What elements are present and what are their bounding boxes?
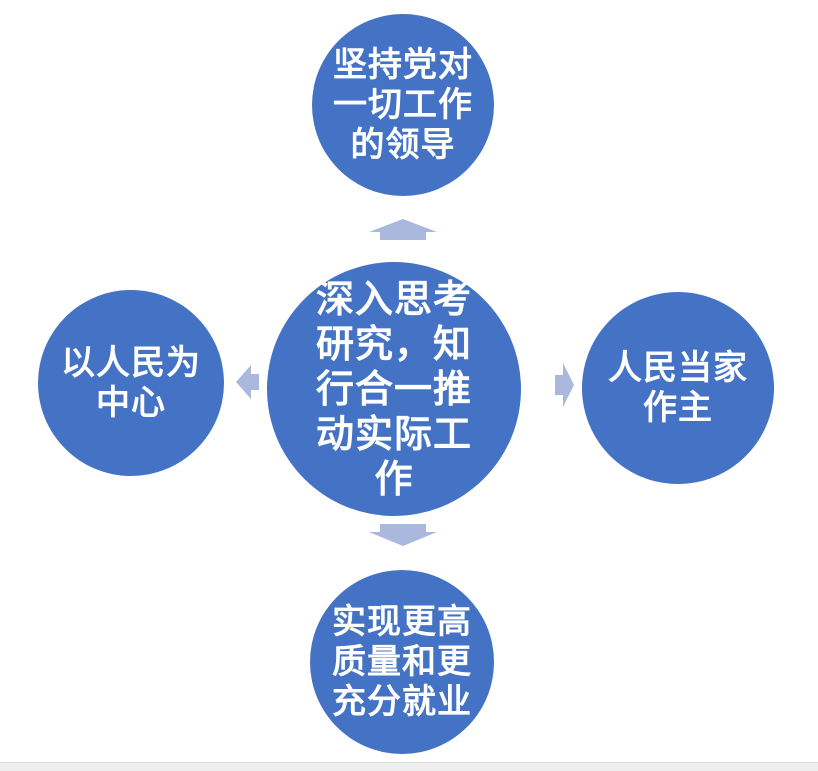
arrow-down <box>369 524 437 546</box>
node-left: 以人民为中心 <box>38 290 224 476</box>
node-center: 深入思考研究，知行合一推动实际工作 <box>267 262 521 516</box>
node-left-label: 以人民为中心 <box>61 343 201 423</box>
node-center-label: 深入思考研究，知行合一推动实际工作 <box>315 276 472 501</box>
arrow-up <box>369 219 437 240</box>
arrow-right <box>555 363 574 407</box>
node-right-label: 人民当家作主 <box>608 348 748 428</box>
page-bottom-border <box>0 762 818 771</box>
node-right: 人民当家作主 <box>582 292 774 484</box>
arrow-left <box>236 365 259 399</box>
node-top: 坚持党对一切工作的领导 <box>312 14 494 196</box>
node-top-label: 坚持党对一切工作的领导 <box>333 45 473 165</box>
node-bottom: 实现更高质量和更充分就业 <box>310 570 494 754</box>
node-bottom-label: 实现更高质量和更充分就业 <box>332 602 472 722</box>
